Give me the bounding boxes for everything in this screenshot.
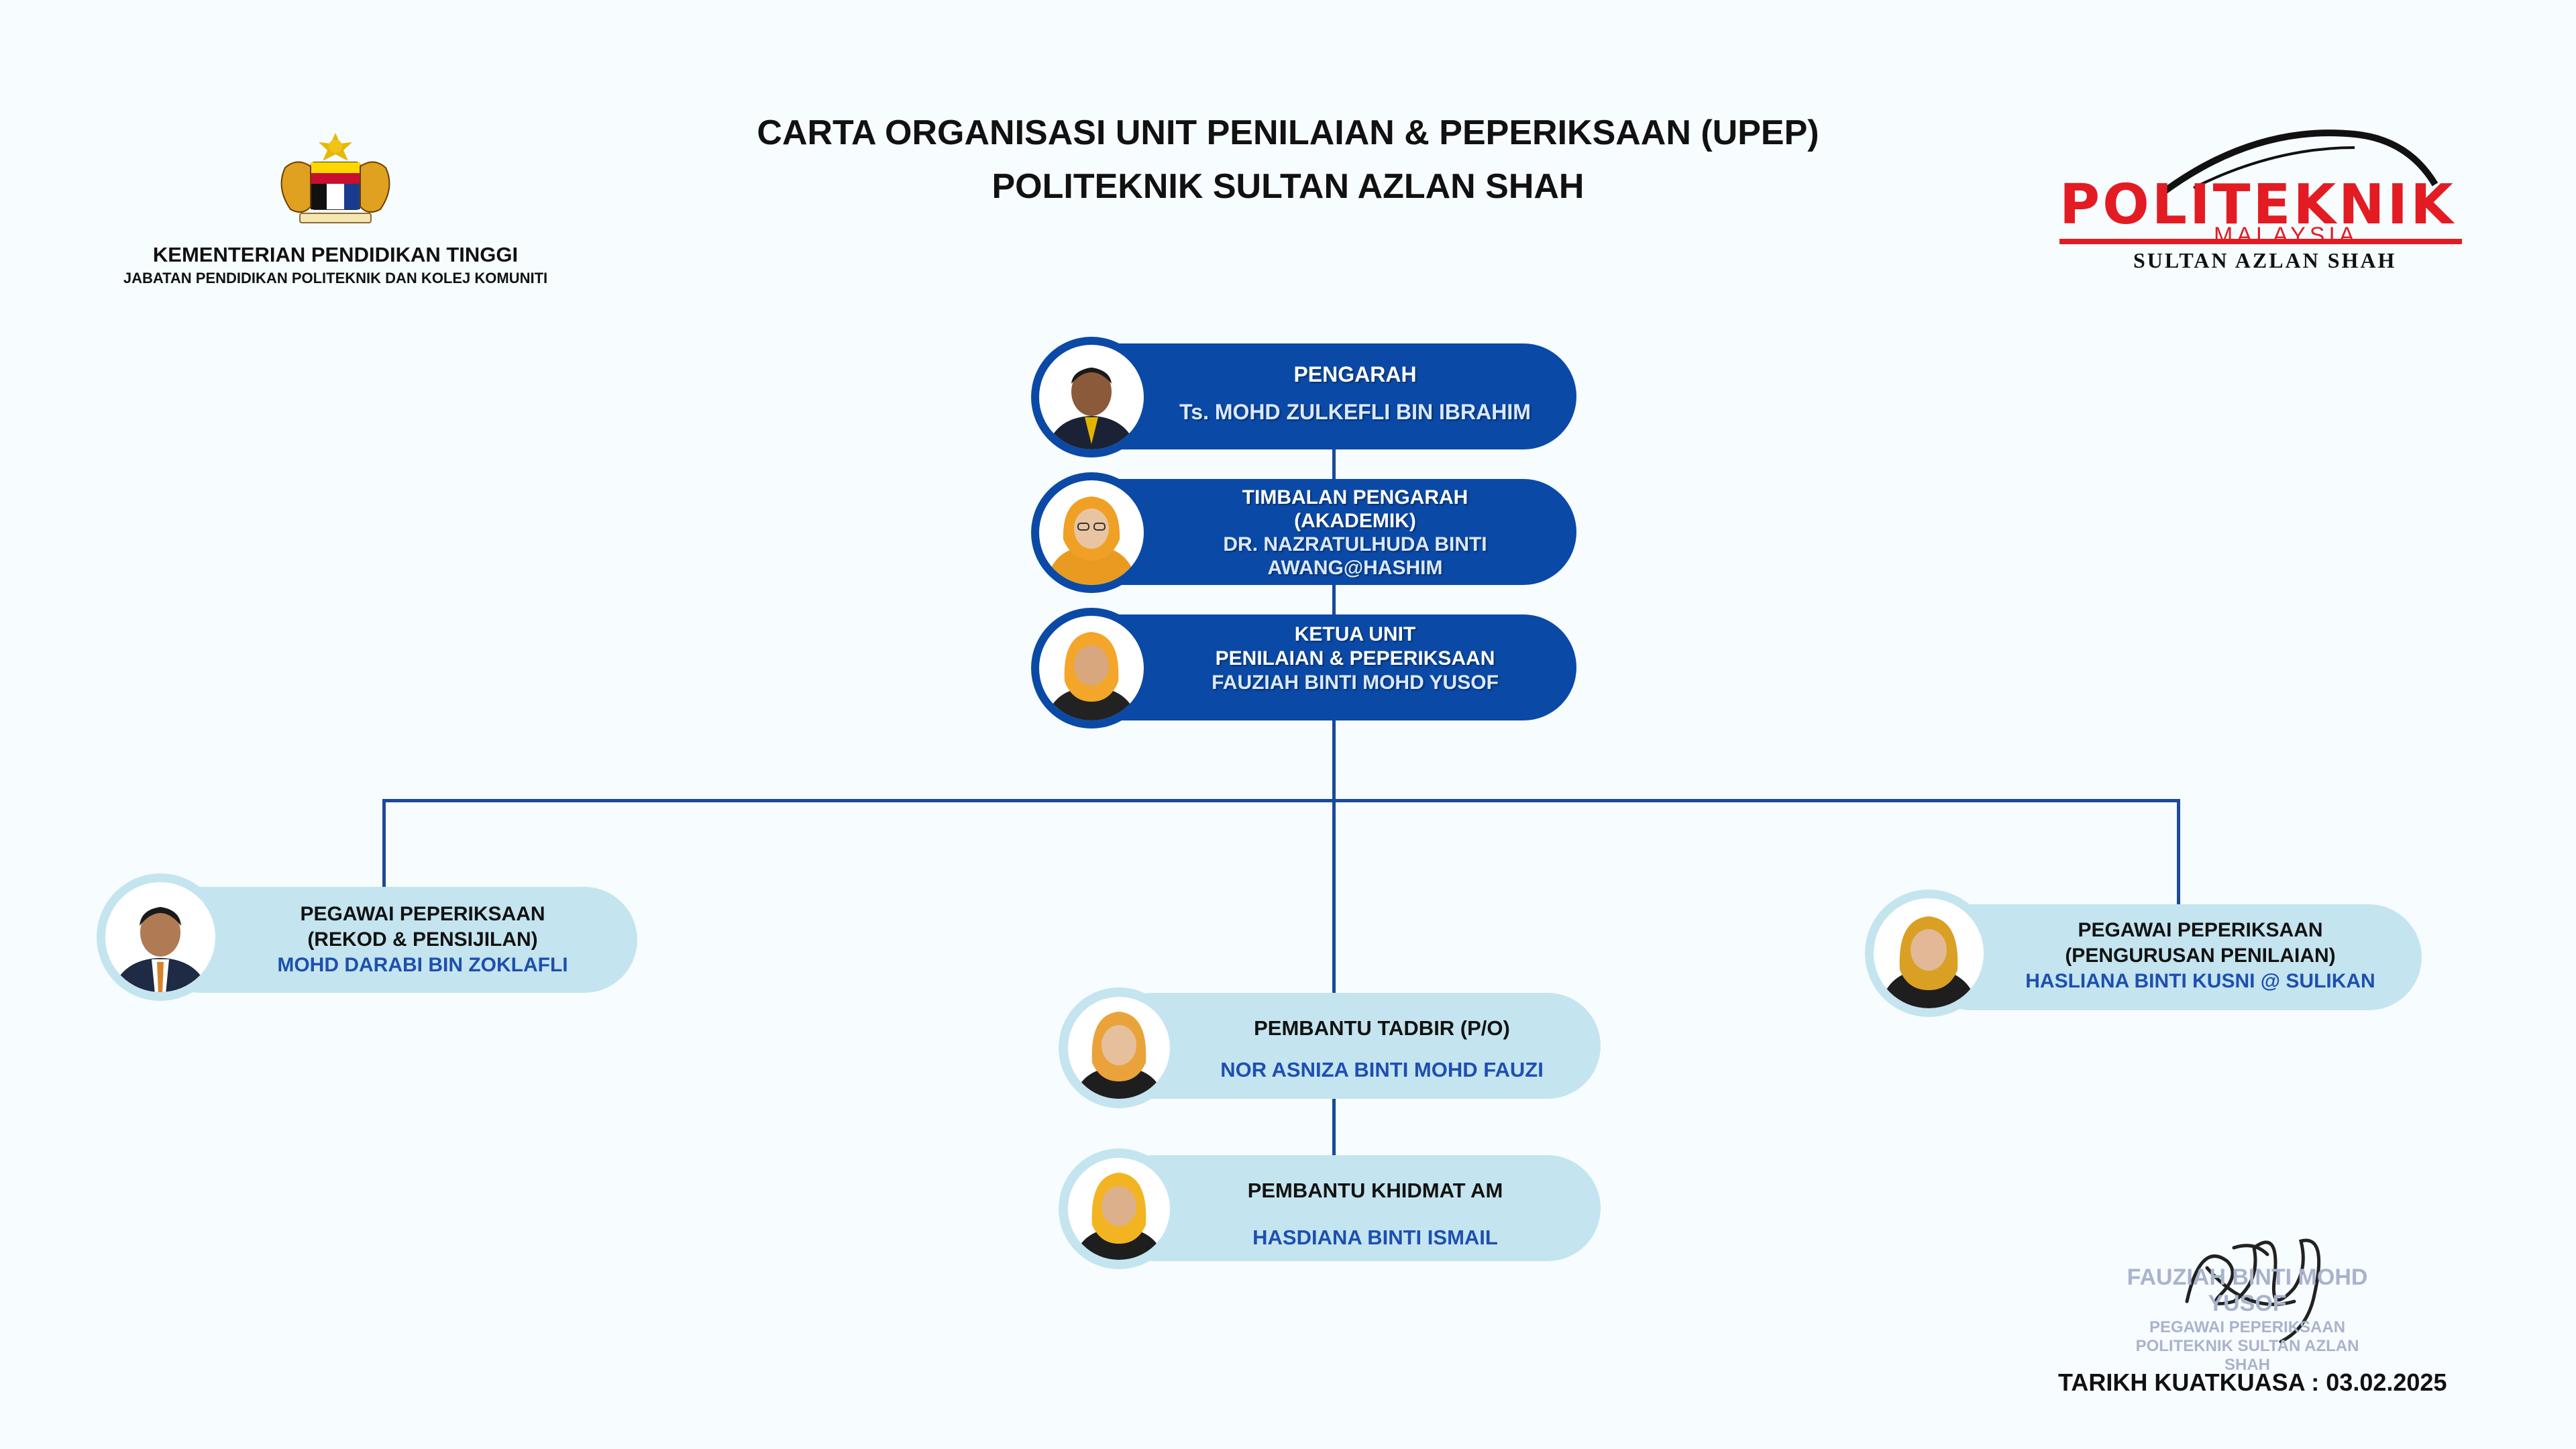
ketua-role-line-2: PENILAIAN & PEPERIKSAAN <box>1215 647 1495 669</box>
ketua-role-line-1: KETUA UNIT <box>1294 623 1416 645</box>
card-pegawai-rekod: PEGAWAI PEPERIKSAAN (REKOD & PENSIJILAN)… <box>148 887 637 993</box>
avatar-ketua-unit <box>1031 608 1152 729</box>
avatar-pembantu-khidmat <box>1059 1148 1179 1269</box>
malaysia-coat-of-arms-icon <box>280 133 390 223</box>
connector-right-drop <box>2177 799 2180 906</box>
tadbir-role: PEMBANTU TADBIR (P/O) <box>1254 1016 1510 1040</box>
pengarah-name: Ts. MOHD ZULKEFLI BIN IBRAHIM <box>1179 400 1531 424</box>
logo-country: MALAYSIA <box>2214 223 2359 248</box>
card-pembantu-tadbir: PEMBANTU TADBIR (P/O) NOR ASNIZA BINTI M… <box>1100 993 1601 1099</box>
chart-title: CARTA ORGANISASI UNIT PENILAIAN & PEPERI… <box>0 106 2576 213</box>
rekod-role-line-2: (REKOD & PENSIJILAN) <box>307 928 538 951</box>
stamp-title: PEGAWAI PEPERIKSAAN <box>2149 1318 2346 1336</box>
logo-underline <box>2059 239 2462 244</box>
avatar-pembantu-tadbir <box>1059 987 1179 1108</box>
logo-swoosh-icon <box>2158 129 2438 198</box>
rekod-role-line-1: PEGAWAI PEPERIKSAAN <box>300 903 545 925</box>
connector-bottom <box>1332 1093 1336 1167</box>
pengurusan-name: HASLIANA BINTI KUSNI @ SULIKAN <box>2025 970 2375 992</box>
pengurusan-role-line-1: PEGAWAI PEPERIKSAAN <box>2078 919 2323 941</box>
card-pembantu-khidmat: PEMBANTU KHIDMAT AM HASDIANA BINTI ISMAI… <box>1100 1155 1601 1261</box>
card-pegawai-pengurusan: PEGAWAI PEPERIKSAAN (PENGURUSAN PENILAIA… <box>1919 904 2422 1010</box>
ministry-logo: KEMENTERIAN PENDIDIKAN TINGGI JABATAN PE… <box>94 127 577 287</box>
avatar-timbalan-pengarah <box>1031 472 1152 593</box>
effective-date: TARIKH KUATKUASA : 03.02.2025 <box>2058 1368 2447 1396</box>
rekod-name: MOHD DARABI BIN ZOKLAFLI <box>277 954 568 976</box>
timbalan-role-line-1: TIMBALAN PENGARAH <box>1242 486 1468 508</box>
title-line-2: POLITEKNIK SULTAN AZLAN SHAH <box>991 167 1585 206</box>
avatar-pegawai-rekod <box>97 873 224 1001</box>
khidmat-role: PEMBANTU KHIDMAT AM <box>1247 1179 1503 1202</box>
tadbir-name: NOR ASNIZA BINTI MOHD FAUZI <box>1220 1058 1544 1081</box>
pengurusan-role-line-2: (PENGURUSAN PENILAIAN) <box>2065 945 2336 967</box>
timbalan-role-line-2: (AKADEMIK) <box>1294 510 1416 532</box>
connector-horizontal <box>382 799 2180 802</box>
department-name: JABATAN PENDIDIKAN POLITEKNIK DAN KOLEJ … <box>123 270 548 286</box>
ketua-name: FAUZIAH BINTI MOHD YUSOF <box>1212 672 1499 694</box>
timbalan-name-line-1: DR. NAZRATULHUDA BINTI <box>1223 533 1487 555</box>
logo-wordmark: POLITEKNIK <box>2059 173 2456 237</box>
official-stamp: FAUZIAH BINTI MOHD YUSOF PEGAWAI PEPERIK… <box>2113 1265 2381 1375</box>
timbalan-name-line-2: AWANG@HASHIM <box>1267 557 1443 579</box>
politeknik-logo: POLITEKNIK MALAYSIA SULTAN AZLAN SHAH <box>2053 121 2469 282</box>
stamp-institution: POLITEKNIK SULTAN AZLAN SHAH <box>2135 1337 2359 1374</box>
connector-vertical-main <box>1332 402 1336 1127</box>
connector-left-drop <box>382 799 386 893</box>
title-line-1: CARTA ORGANISASI UNIT PENILAIAN & PEPERI… <box>757 113 1819 152</box>
stamp-name: FAUZIAH BINTI MOHD YUSOF <box>2127 1265 2368 1316</box>
khidmat-name: HASDIANA BINTI ISMAIL <box>1252 1226 1498 1249</box>
avatar-pengarah <box>1031 337 1152 458</box>
signature-icon <box>2185 1238 2321 1344</box>
pengarah-role: PENGARAH <box>1293 362 1417 386</box>
avatar-pegawai-pengurusan <box>1865 890 1992 1017</box>
ministry-name: KEMENTERIAN PENDIDIKAN TINGGI <box>152 243 519 266</box>
logo-campus: SULTAN AZLAN SHAH <box>2133 248 2397 272</box>
